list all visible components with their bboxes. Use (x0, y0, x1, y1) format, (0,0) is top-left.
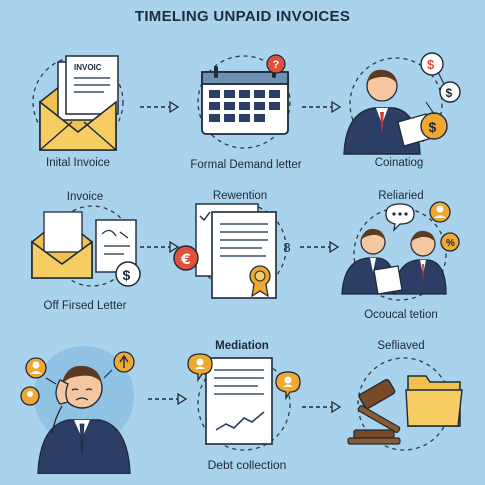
step-top-label: Invoice (66, 191, 104, 203)
step-label: Coinatiog (374, 157, 424, 169)
svg-text:$: $ (429, 119, 437, 135)
step-top-label: Mediation (215, 340, 269, 352)
gavel-folder-icon (347, 357, 463, 451)
step-formal-demand-letter: ? Formal Demand letter (176, 44, 326, 184)
step-coinatiog: $ $ $ Coinatiog (334, 42, 484, 182)
svg-text:$: $ (123, 267, 131, 283)
svg-text:€: € (180, 252, 191, 268)
dashed-arrow-icon (140, 240, 180, 254)
step-first-letter: Invoice $ Off Firsed Letter (20, 188, 170, 328)
step-label: Debt collection (207, 458, 287, 472)
step-stressed-man (16, 334, 166, 474)
step-label: Formal Demand letter (190, 159, 302, 171)
calendar-icon: ? (197, 54, 291, 149)
two-people-meeting-icon: % (341, 201, 460, 301)
side-mark: 8 (283, 240, 291, 255)
svg-text:?: ? (273, 59, 280, 71)
step-rewention: Rewention € 8 (170, 188, 320, 328)
step-reliaried: Reliaried % Ocoucal tetion (334, 188, 484, 328)
envelope-invoice-icon: INVOIC (32, 55, 124, 151)
step-top-label: Sefliaved (377, 340, 425, 352)
step-initial-invoice: INVOIC Inital Invoice (18, 42, 168, 182)
svg-text:INVOIC: INVOIC (74, 63, 102, 72)
step-sefliaved: Sefliaved (336, 334, 485, 474)
letter-dollar-icon: $ (31, 205, 141, 287)
svg-text:$: $ (427, 57, 435, 72)
certificate-icon: € (173, 203, 287, 299)
dashed-arrow-icon (302, 400, 342, 414)
dashed-arrow-icon (300, 240, 340, 254)
diagram-title: TIMELING UNPAID INVOICES (134, 8, 351, 25)
mediation-document-icon (187, 353, 301, 451)
dashed-arrow-icon (140, 100, 180, 114)
step-top-label: Reliaried (378, 190, 424, 202)
step-top-label: Rewention (212, 190, 268, 202)
stressed-businessman-icon (20, 346, 135, 474)
step-label: Inital Invoice (46, 157, 110, 169)
step-label: Off Firsed Letter (43, 300, 127, 312)
step-label: Ocoucal tetion (364, 309, 438, 321)
dashed-arrow-icon (302, 100, 342, 114)
svg-text:$: $ (446, 86, 453, 100)
step-mediation: Mediation Debt collection (172, 334, 322, 474)
svg-text:%: % (446, 238, 455, 249)
businessman-coins-icon: $ $ $ (343, 52, 461, 155)
dashed-arrow-icon (148, 392, 188, 406)
